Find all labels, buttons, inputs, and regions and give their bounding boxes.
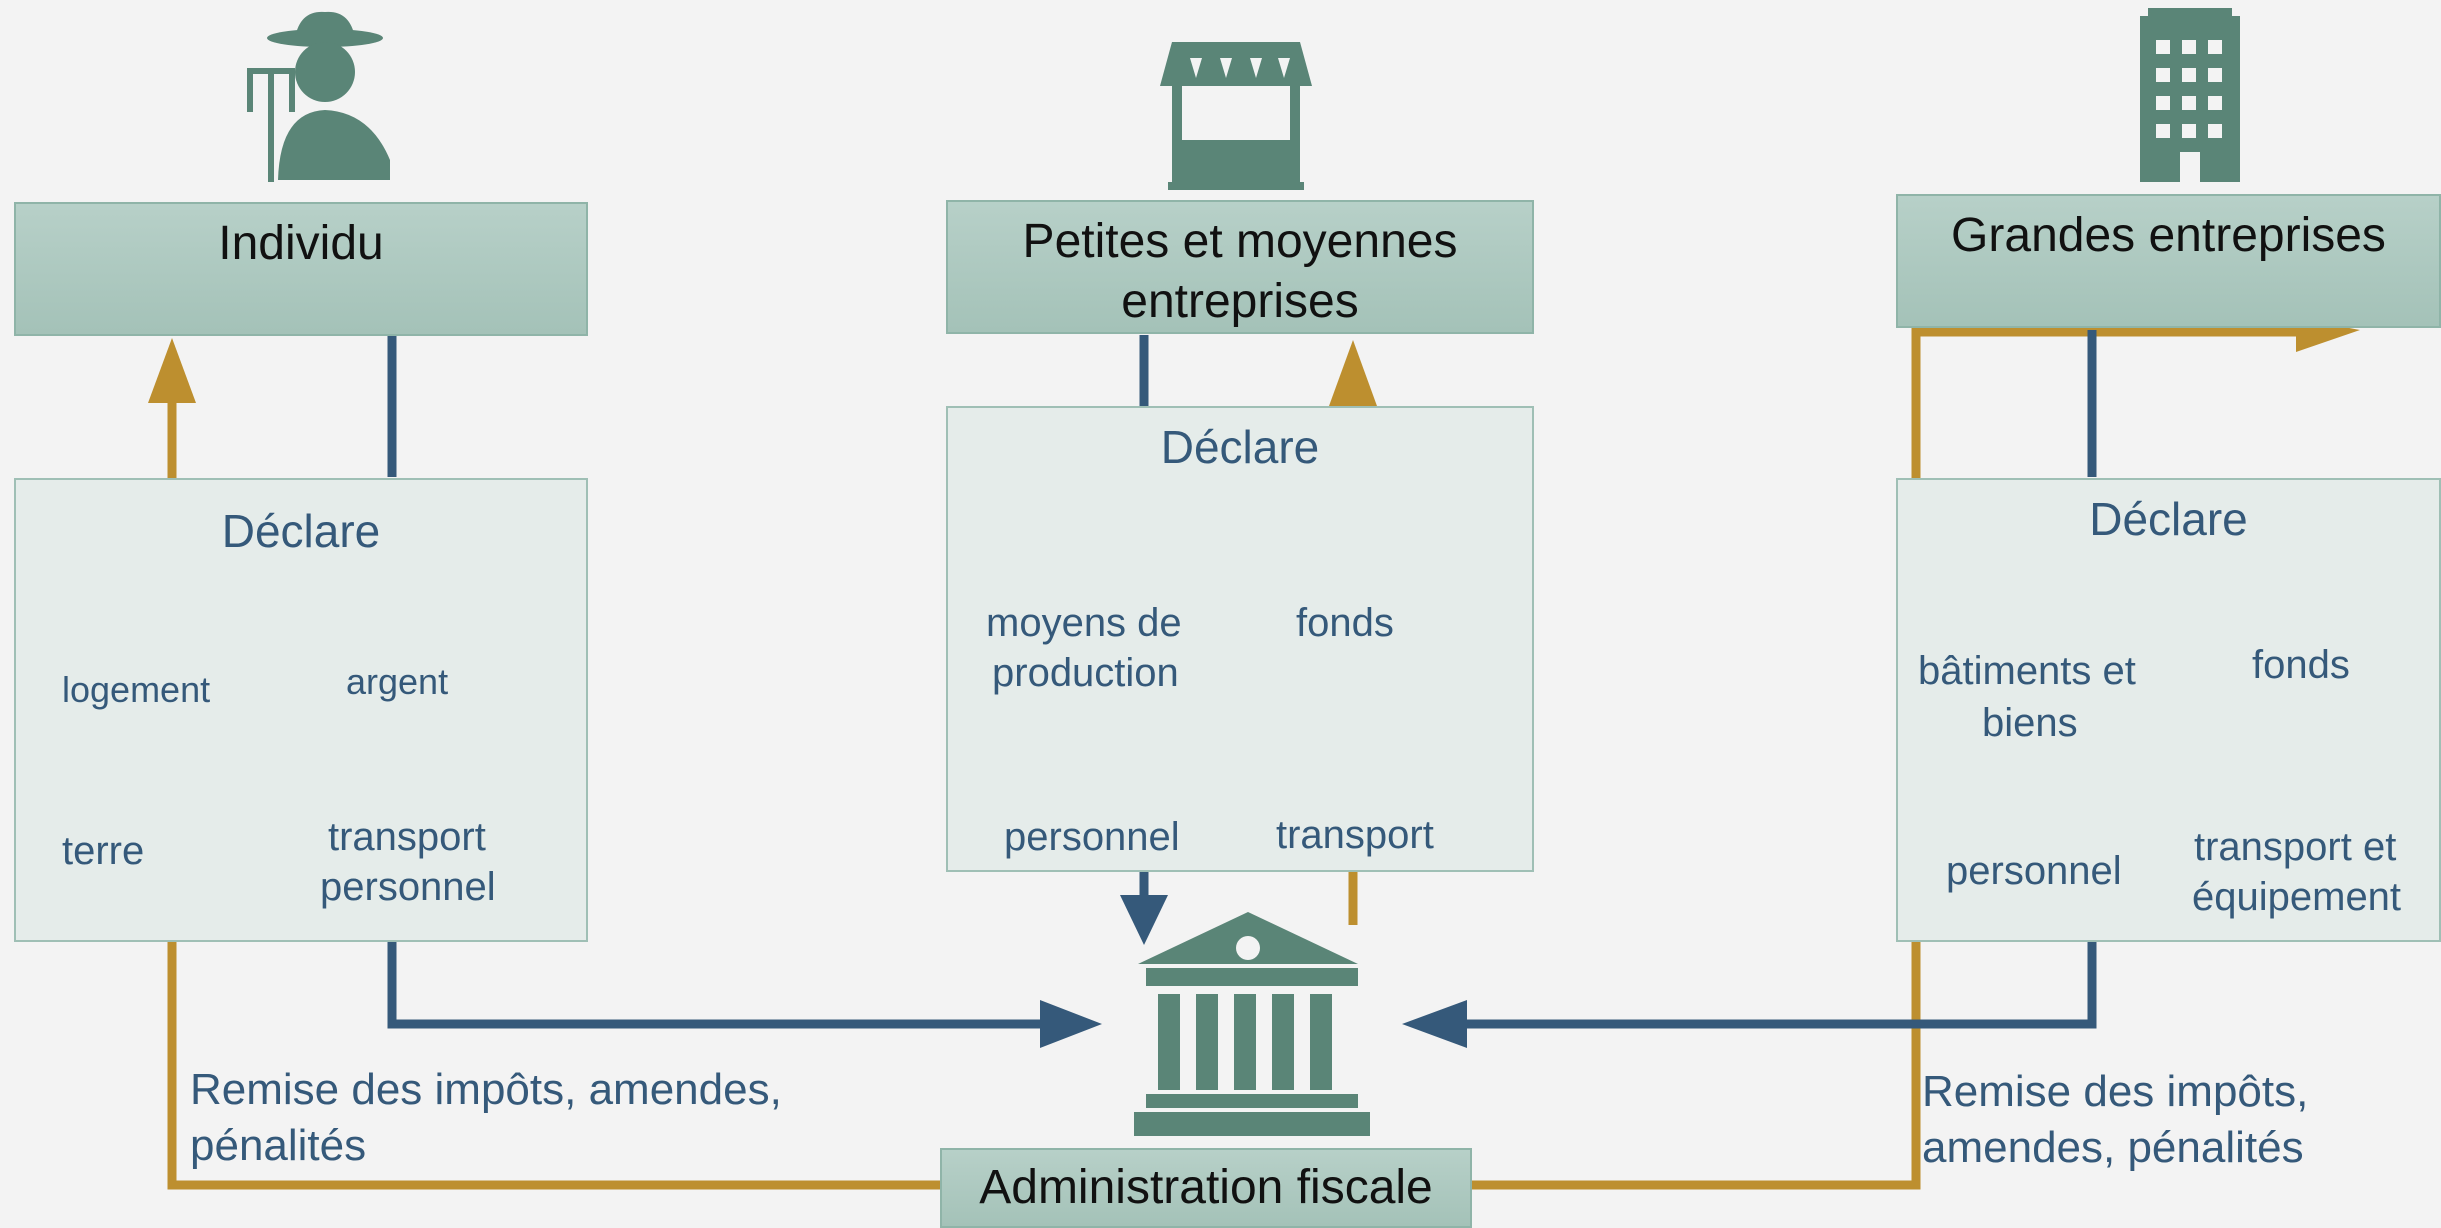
admin-fiscale-title: Administration fiscale [979,1161,1433,1214]
label-transport-personnel-1: transport [328,815,486,859]
blue-flow-grandes [1460,940,2097,1029]
note-left-line1: Remise des impôts, amendes, [190,1065,782,1114]
note-left-line2: pénalités [190,1121,367,1170]
label-terre: terre [62,829,145,873]
actor-box-individu: Individu [14,202,588,336]
actor-title-pme-line1: Petites et moyennes [1022,215,1458,268]
actor-title-individu: Individu [218,217,384,270]
declaration-title-grandes: Déclare [2089,493,2248,545]
label-argent: argent [346,661,449,702]
label-transport-personnel-2: personnel [320,865,496,909]
declaration-title-individu: Déclare [221,505,381,557]
actor-box-grandes: Grandes entreprises [1896,194,2441,328]
label-fonds-grandes: fonds [2252,643,2350,687]
blue-flow-individu [387,940,1045,1029]
label-logement: logement [62,669,211,710]
actor-title-pme-line2: entreprises [1121,275,1359,328]
note-right: Remise des impôts, amendes, pénalités [1922,1064,2308,1176]
actor-title-grandes: Grandes entreprises [1951,209,2386,262]
label-transport-pme: transport [1276,813,1434,857]
actor-box-pme: Petites et moyennes entreprises [946,200,1534,334]
government-building-icon [1134,912,1370,1136]
label-batiments-2: biens [1982,701,2078,745]
note-right-line1: Remise des impôts, [1922,1067,2309,1116]
declaration-box-pme: Déclare [946,406,1534,872]
admin-fiscale-box: Administration fiscale [940,1148,1472,1228]
farmer-icon [247,11,390,182]
label-personnel-pme: personnel [1004,815,1180,859]
note-right-line2: amendes, pénalités [1922,1123,2304,1172]
blue-arrowhead-individu [1040,1000,1102,1048]
gold-arrowhead-individu [148,338,196,403]
label-batiments-1: bâtiments et [1918,649,2136,693]
declaration-box-individu: Déclare [14,478,588,942]
declaration-title-pme: Déclare [1160,421,1320,473]
label-transport-grandes-2: équipement [2192,875,2402,919]
label-moyens-2: production [992,651,1179,695]
label-fonds-pme: fonds [1296,601,1394,645]
market-stall-icon [1160,42,1312,190]
label-personnel-grandes: personnel [1946,849,2122,893]
label-transport-grandes-1: transport et [2194,825,2397,869]
blue-arrowhead-grandes [1402,1000,1467,1048]
declaration-box-grandes: Déclare [1896,478,2441,942]
blue-arrowhead-pme [1120,895,1168,945]
gold-arrowhead-pme [1329,340,1377,406]
office-building-icon [2140,8,2240,182]
note-left: Remise des impôts, amendes, pénalités [190,1062,782,1174]
label-moyens-1: moyens de [986,601,1182,645]
